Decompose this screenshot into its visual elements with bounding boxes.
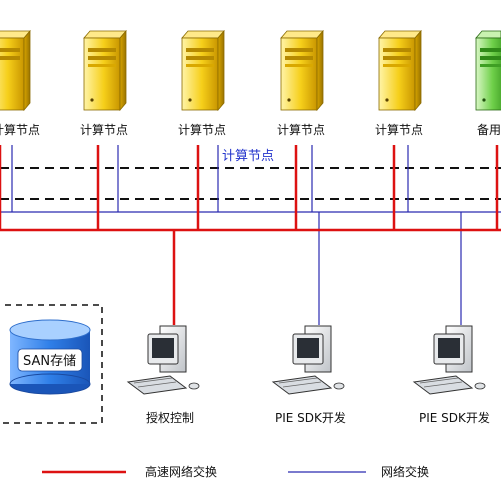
high-speed-switch-lines — [0, 145, 501, 325]
workstation-label: 授权控制 — [146, 410, 194, 425]
server-node-2: 计算节点 — [80, 29, 128, 137]
server-icon — [475, 30, 501, 111]
server-icon — [83, 29, 127, 112]
legend: 高速网络交换 网络交换 — [42, 464, 429, 479]
desktop-computer-icon — [412, 325, 486, 395]
database-icon — [9, 319, 91, 395]
workstation-label: PIE SDK开发 — [275, 410, 346, 425]
server-icon — [181, 29, 225, 112]
workstation-label: PIE SDK开发 — [419, 410, 490, 425]
server-node-backup: 备用 — [475, 30, 501, 137]
server-node-label: 计算节点 — [375, 122, 423, 137]
cluster-title: 计算节点 — [222, 149, 274, 164]
server-node-1: 计算节点 — [0, 29, 40, 137]
server-icon — [280, 29, 324, 112]
cluster-dashed-box — [0, 167, 501, 200]
legend-network-label: 网络交换 — [381, 464, 429, 479]
server-node-label: 计算节点 — [0, 122, 40, 137]
workstation-sdk-2: PIE SDK开发 — [412, 325, 490, 425]
server-node-label: 计算节点 — [80, 122, 128, 137]
server-icon — [378, 29, 422, 112]
workstation-license-control: 授权控制 — [126, 325, 200, 425]
server-node-label: 备用 — [477, 123, 501, 137]
server-node-label: 计算节点 — [277, 122, 325, 137]
desktop-computer-icon — [126, 325, 200, 395]
workstation-sdk-1: PIE SDK开发 — [271, 325, 346, 425]
server-icon — [0, 29, 31, 112]
server-node-4: 计算节点 — [277, 29, 325, 137]
legend-high-speed-label: 高速网络交换 — [145, 464, 217, 479]
san-storage-label: SAN存储 — [23, 354, 76, 369]
desktop-computer-icon — [271, 325, 345, 395]
server-node-3: 计算节点 — [178, 29, 226, 137]
server-node-5: 计算节点 — [375, 29, 423, 137]
server-node-label: 计算节点 — [178, 122, 226, 137]
network-switch-lines — [0, 145, 501, 325]
san-storage-box: SAN存储 — [0, 304, 103, 424]
